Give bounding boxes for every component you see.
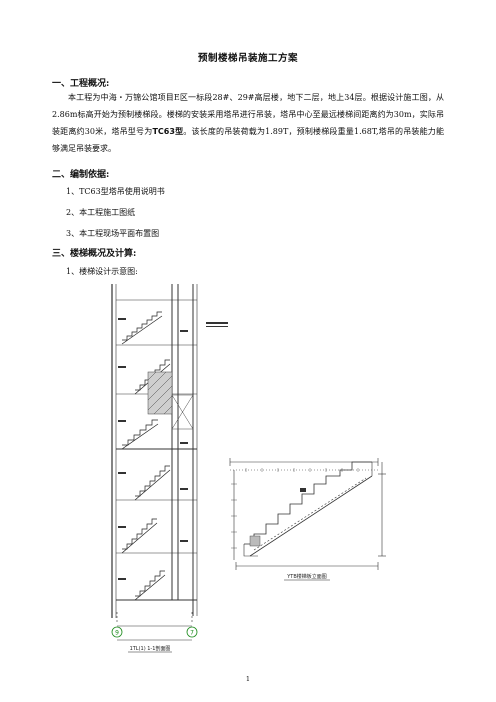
basis-item: 3、本工程现场平面布置图 [66,229,160,238]
stairs-item: 1、楼梯设计示意图: [66,267,138,276]
basis-item: 2、本工程施工图纸 [66,208,136,217]
basis-item: 1、TC63型塔吊使用说明书 [66,187,165,196]
overview-paragraph: 本工程为中海・万锦公馆项目E区一标段28#、29#高层楼，地下二层，地上34层。… [52,89,444,157]
section-heading-stairs: 三、楼梯概况及计算: [52,249,137,259]
overview-text-a: 本工程为中海・万锦公馆项目E区一标段28#、29#高层楼，地下二层，地上34层。… [52,93,444,136]
axis-label-right: 7 [190,630,194,637]
overview-text-b: 。该长度的吊装荷载为1.89T，预制楼梯段重量1.68T,塔吊的吊装能力能够满足… [52,127,444,153]
section-heading-basis: 二、编制依据: [52,170,110,180]
axis-label-left: 9 [115,630,119,637]
document-title: 预制楼梯吊装施工方案 [197,53,298,64]
crane-model: TC63型 [152,127,184,136]
left-drawing-caption: 1TL(1) 1-1剖面图 [130,645,171,652]
section-heading-overview: 一、工程概况: [52,79,110,89]
page-number: 1 [245,675,251,683]
right-drawing-caption: YTB楼梯板立面图 [286,573,327,580]
